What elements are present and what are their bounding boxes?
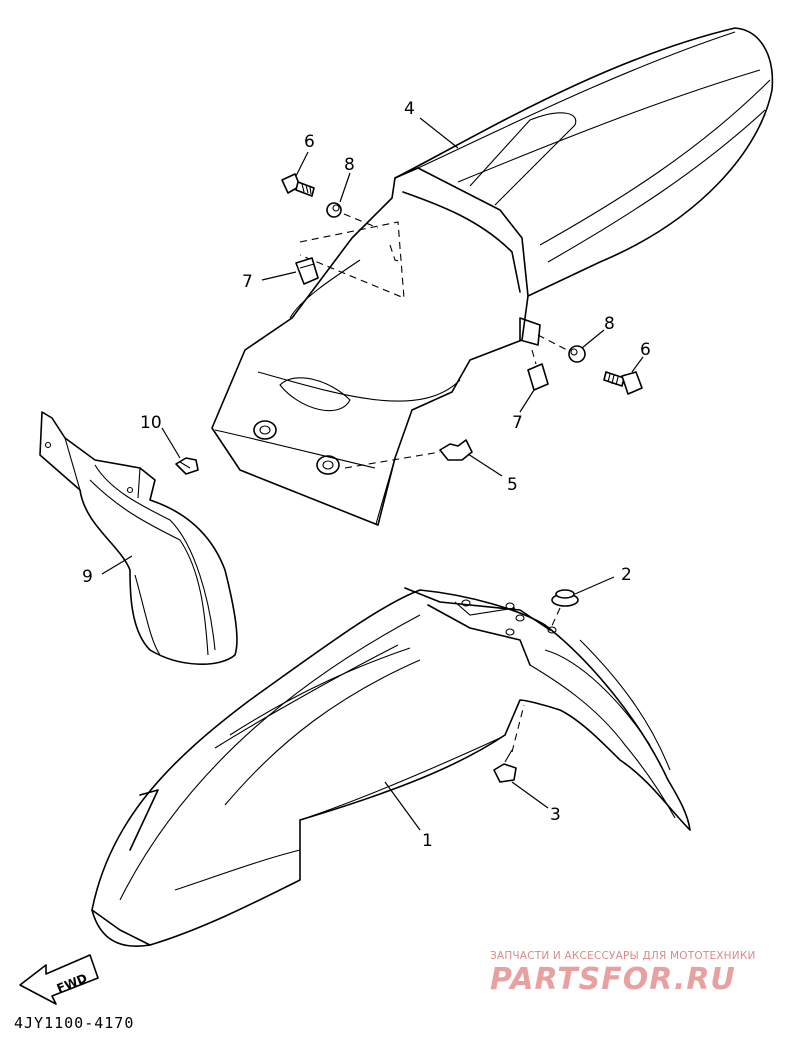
callout-6-left: 6 <box>304 132 315 152</box>
rear-fender <box>211 27 774 526</box>
grommet-2 <box>549 589 579 631</box>
callout-7-right: 7 <box>512 413 523 433</box>
screw-5 <box>344 439 473 469</box>
callout-1: 1 <box>422 831 433 851</box>
collar-8-left <box>326 202 379 229</box>
mud-flap <box>39 411 238 665</box>
watermark-logo: PARTSFOR.RU <box>490 962 736 997</box>
callout-8-right: 8 <box>604 314 615 334</box>
callout-10: 10 <box>140 413 162 433</box>
fwd-arrow-icon: FWD <box>19 954 99 1005</box>
leader-lines <box>101 117 644 831</box>
callout-7-left: 7 <box>242 272 253 292</box>
screw-10 <box>175 457 199 475</box>
nut-7-left <box>295 257 319 285</box>
callout-8-left: 8 <box>344 155 355 175</box>
callout-6-right: 6 <box>640 340 651 360</box>
callout-5: 5 <box>507 475 518 495</box>
callout-3: 3 <box>550 805 561 825</box>
nut-7-right <box>527 349 549 391</box>
collar-8-right <box>537 334 586 363</box>
diagram-code: 4JY1100-4170 <box>14 1014 135 1032</box>
front-fender <box>91 587 691 947</box>
bolt-6-left <box>281 173 315 197</box>
callout-9: 9 <box>82 567 93 587</box>
screw-3 <box>493 704 525 783</box>
watermark-tagline: ЗАПЧАСТИ И АКСЕССУАРЫ ДЛЯ МОТОТЕХНИКИ <box>490 950 756 962</box>
bolt-6-right <box>603 371 643 395</box>
callout-2: 2 <box>621 565 632 585</box>
callout-4: 4 <box>404 99 415 119</box>
